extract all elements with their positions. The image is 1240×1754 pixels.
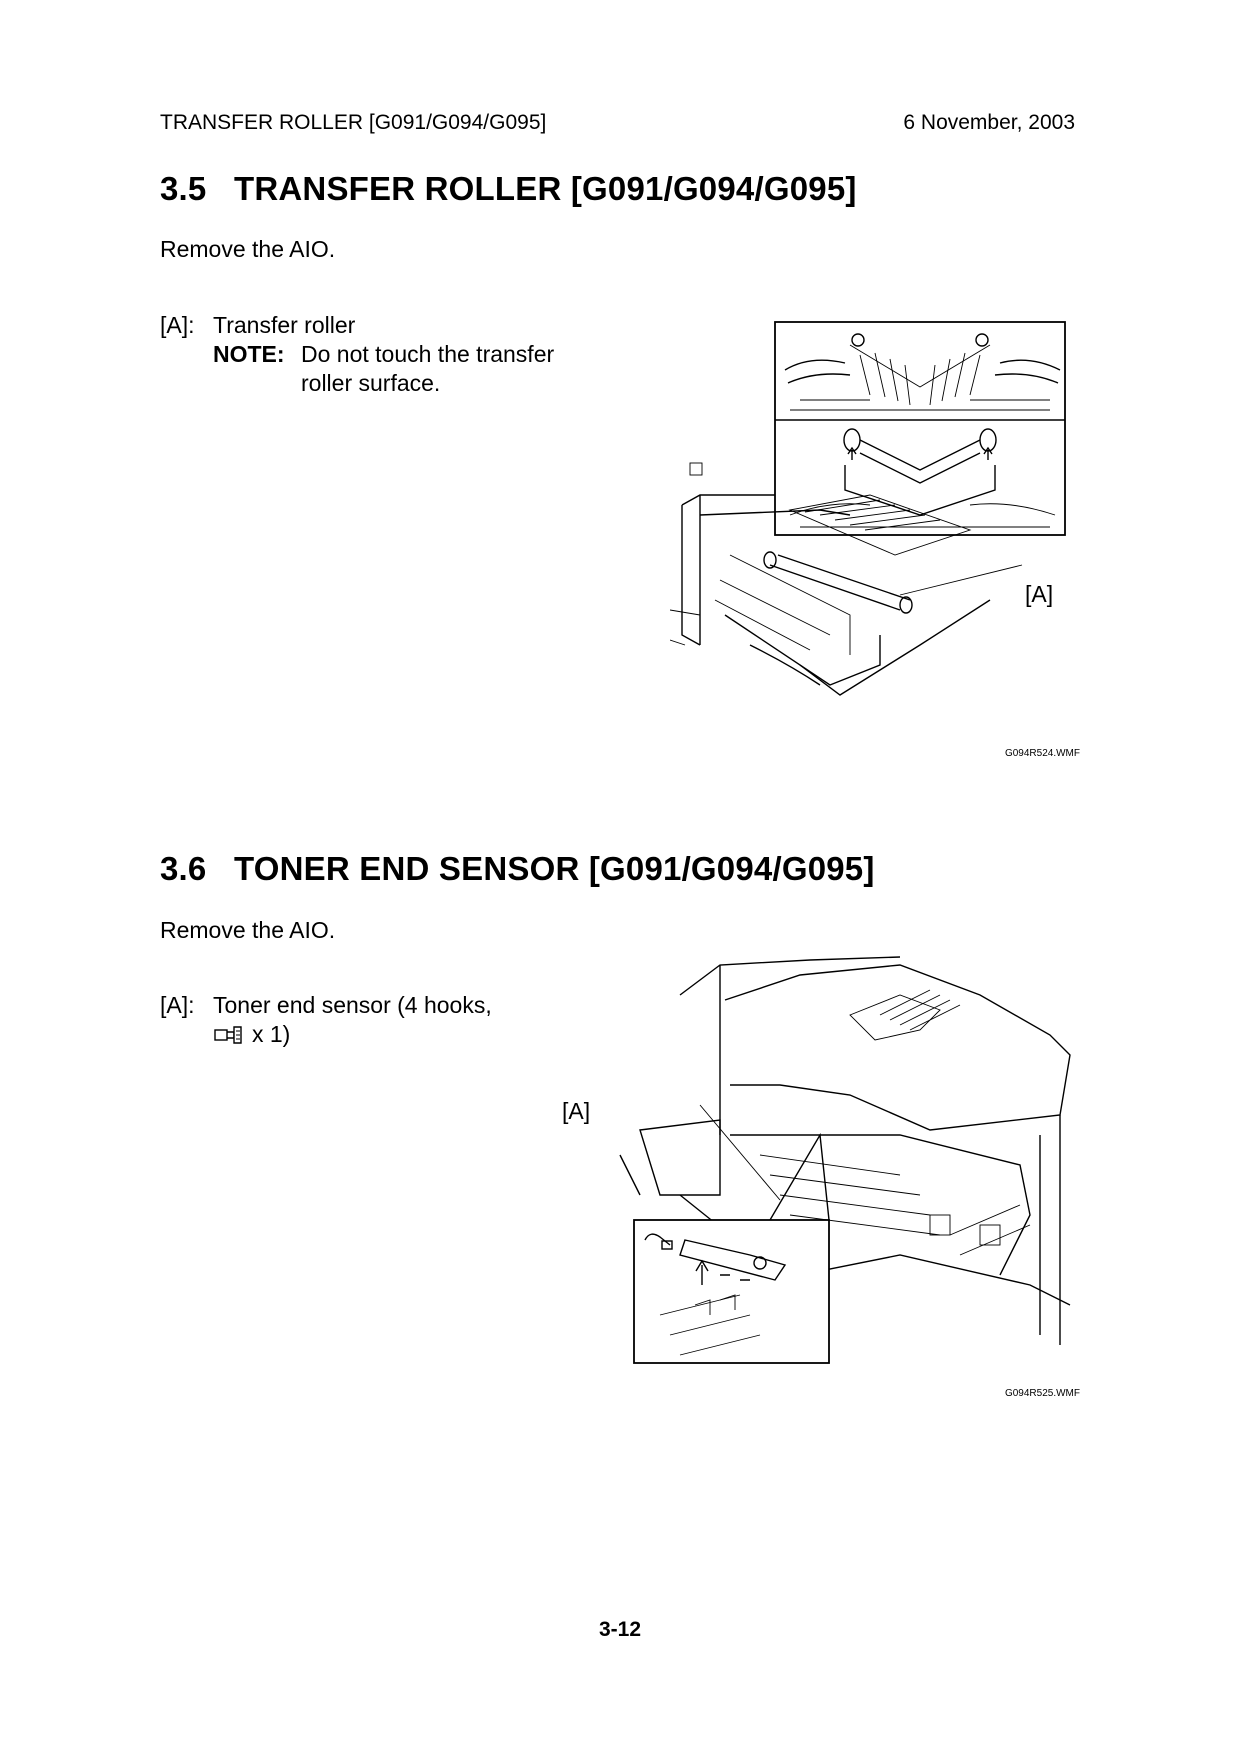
item-text: Transfer roller	[213, 312, 356, 338]
section-3-6-heading: 3.6 TONER END SENSOR [G091/G094/G095]	[160, 850, 875, 888]
section-3-5-intro: Remove the AIO.	[160, 236, 336, 262]
figure-caption-2: G094R525.WMF	[1004, 1388, 1080, 1399]
item-text-line1: Toner end sensor (4 hooks,	[213, 992, 492, 1018]
inset-top-roller	[784, 333, 1061, 411]
inset-frame	[774, 321, 1066, 536]
section-3-5-heading: 3.5 TRANSFER ROLLER [G091/G094/G095]	[160, 170, 857, 208]
note-text-line1: Do not touch the transfer	[301, 341, 555, 367]
note-label: NOTE:	[213, 341, 285, 367]
note-text-line2: roller surface.	[301, 370, 441, 396]
toner-end-sensor-figure	[619, 956, 1071, 1364]
callout-label-a: [A]	[562, 1098, 591, 1124]
section-number: 3.6	[160, 850, 207, 887]
page-number: 3-12	[598, 1618, 642, 1641]
inset-sensor-detail	[644, 1233, 787, 1356]
section-number: 3.5	[160, 170, 207, 207]
callout-leader-a	[899, 564, 1023, 596]
inset-bottom-roller	[789, 428, 1056, 528]
machine-drawing	[670, 462, 991, 696]
running-header-title: TRANSFER ROLLER [G091/G094/G095]	[160, 111, 547, 134]
section-title: TRANSFER ROLLER [G091/G094/G095]	[234, 170, 857, 207]
running-header-date: 6 November, 2003	[903, 111, 1075, 134]
callout-label-a: [A]	[1025, 581, 1054, 607]
figure-caption-1: G094R524.WMF	[1004, 748, 1080, 759]
callout-leader-a	[699, 1104, 781, 1201]
item-label: [A]:	[160, 312, 195, 338]
item-label: [A]:	[160, 992, 195, 1018]
section-title: TONER END SENSOR [G091/G094/G095]	[234, 850, 875, 887]
connector-icon	[214, 1026, 242, 1044]
inset-frame	[633, 1219, 830, 1364]
item-text-line2: x 1)	[252, 1021, 291, 1047]
transfer-roller-figure	[670, 321, 1066, 696]
section-3-6-intro: Remove the AIO.	[160, 917, 336, 943]
